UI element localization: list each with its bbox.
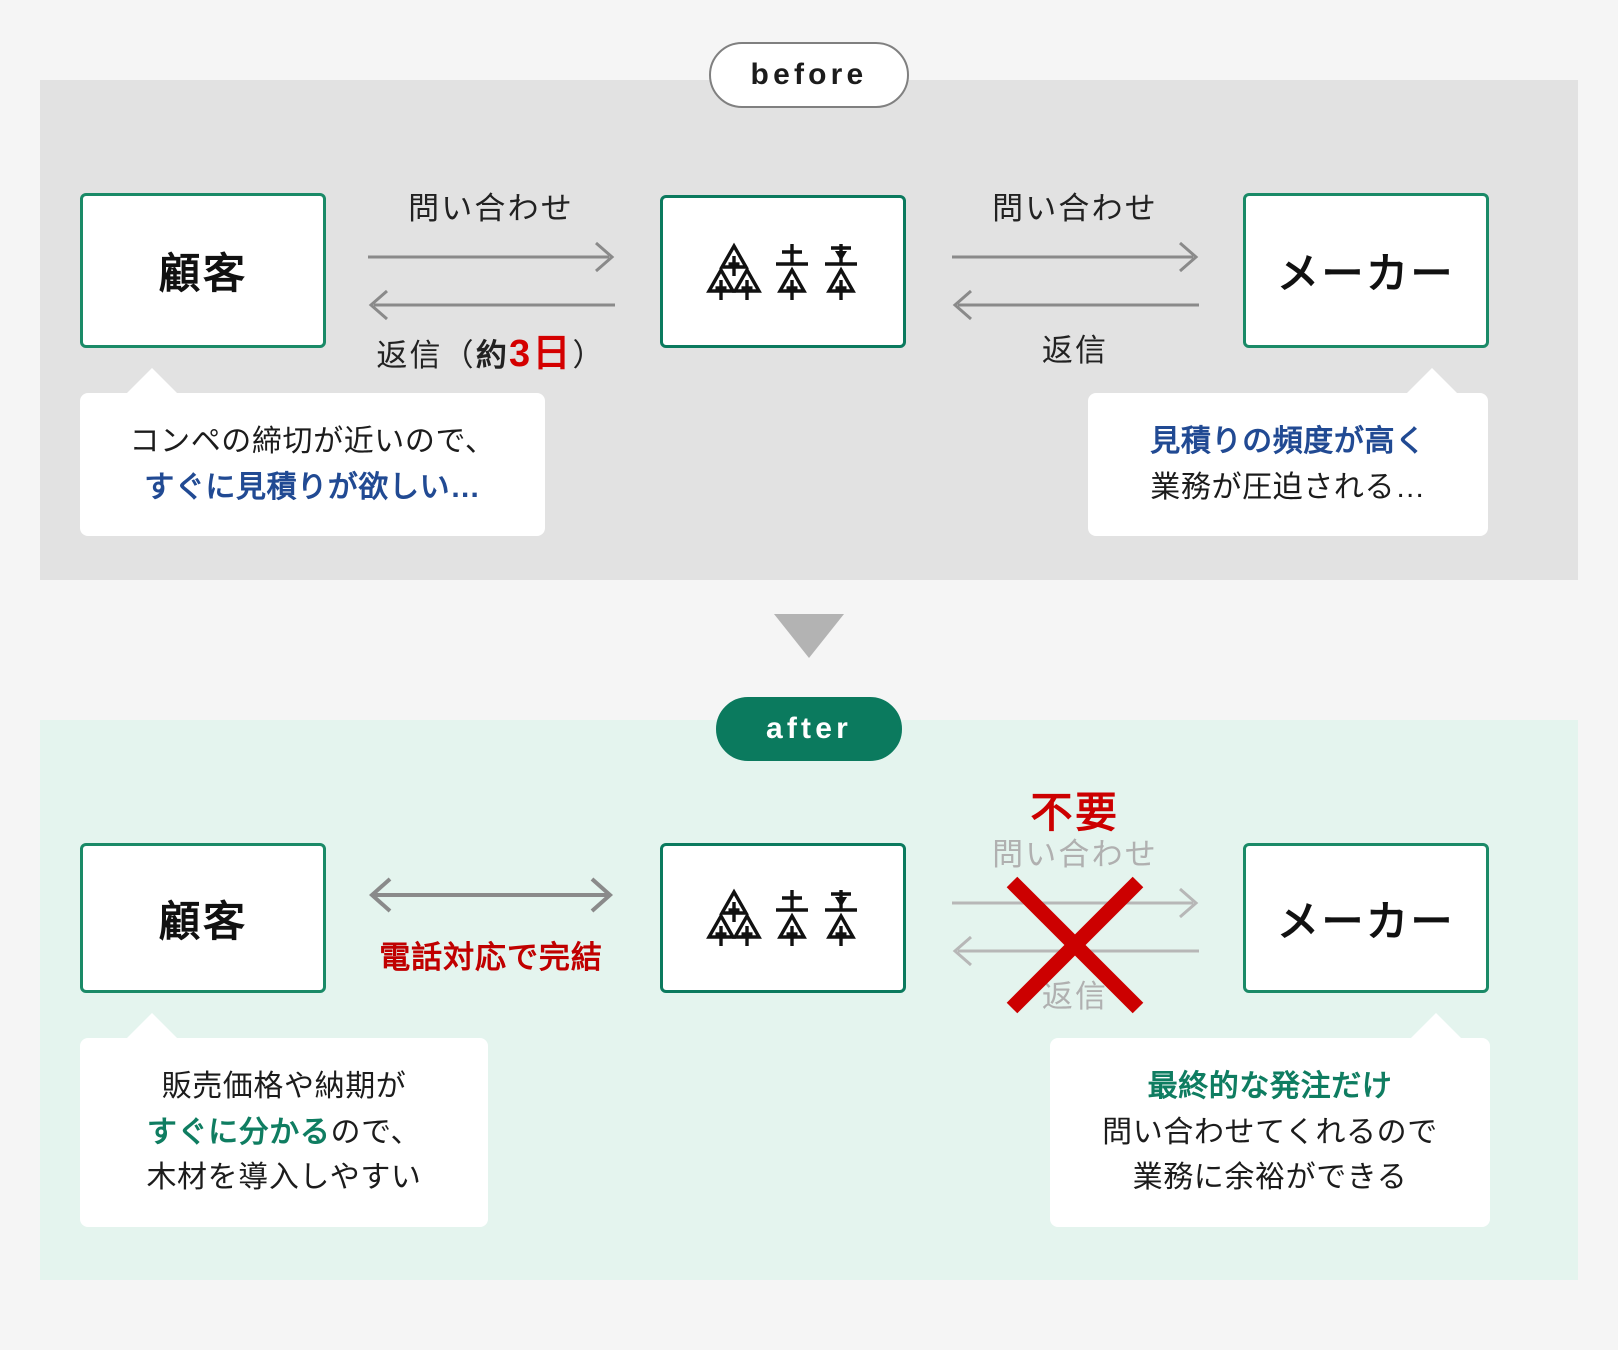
before-node-company (660, 195, 906, 348)
after-badge-label: after (765, 712, 853, 745)
after-node-customer-label: 顧客 (158, 897, 248, 945)
before-arrow-right-top-label: 問い合わせ (992, 191, 1158, 226)
after-arrows-right: 問い合わせ 返信 (950, 837, 1200, 1015)
after-arrow-right-top-label: 問い合わせ (992, 837, 1158, 872)
before-badge: before (709, 42, 909, 108)
before-reply-suffix: ） (572, 338, 606, 374)
after-arrow-right-bottom-label: 返信 (1041, 979, 1109, 1015)
company-logo-icon (705, 888, 861, 948)
after-bubble-customer-line3: 木材を導入しやすい (146, 1161, 422, 1195)
bubble-tail (126, 368, 178, 394)
before-arrow-right-lines (950, 235, 1200, 327)
after-node-maker-label: メーカー (1276, 897, 1456, 945)
before-reply-bold: 約 (475, 338, 510, 374)
before-badge-label: before (750, 58, 868, 91)
after-bubble-customer: 販売価格や納期が すぐに分かるので、 木材を導入しやすい (80, 1013, 488, 1227)
before-reply-days: 3日 (509, 333, 573, 376)
before-bubble-maker: 見積りの頻度が高く 業務が圧迫される… (1088, 368, 1488, 537)
before-node-maker: メーカー (1243, 193, 1489, 348)
before-reply-prefix: 返信（ (376, 338, 476, 374)
triangle-down-icon (774, 614, 844, 658)
before-arrow-left-lines (366, 235, 616, 327)
after-bubble-customer-line1: 販売価格や納期が (161, 1070, 407, 1103)
before-bubble-maker-line2: 業務が圧迫される… (1150, 470, 1426, 504)
bubble-tail (1410, 1013, 1462, 1039)
before-node-maker-label: メーカー (1276, 250, 1456, 297)
after-bubble-customer-line2-rest: ので、 (330, 1115, 422, 1149)
after-bubble-maker: 最終的な発注だけ 問い合わせてくれるので 業務に余裕ができる (1050, 1013, 1490, 1227)
before-node-customer: 顧客 (80, 193, 326, 348)
after-node-company (660, 843, 906, 993)
before-bubble-maker-line1: 見積りの頻度が高く (1150, 425, 1426, 458)
after-arrow-right-lines (950, 881, 1200, 973)
before-bubble-customer-line1: コンペの締切が近いので、 (129, 425, 496, 458)
before-arrow-left-top-label: 問い合わせ (408, 191, 574, 226)
after-unnecessary-heading: 不要 (1030, 789, 1120, 836)
after-bubble-customer-line2-bold: すぐに分かる (146, 1115, 331, 1149)
before-node-customer-label: 顧客 (158, 250, 248, 297)
after-arrow-left-lines (366, 872, 616, 918)
before-arrows-left: 問い合わせ 返信（約3日） (366, 191, 616, 376)
before-arrows-right: 問い合わせ 返信 (950, 191, 1200, 369)
after-arrows-left: 電話対応で完結 (366, 872, 616, 977)
after-bubble-maker-line1: 最終的な発注だけ (1147, 1070, 1393, 1103)
after-bubble-maker-line2: 問い合わせてくれるので (1102, 1115, 1438, 1149)
before-bubble-customer-line2: すぐに見積りが欲しい… (144, 470, 481, 504)
after-badge: after (716, 697, 902, 761)
after-bubble-maker-line3: 業務に余裕ができる (1132, 1161, 1408, 1195)
after-arrow-left-caption: 電話対応で完結 (379, 940, 603, 975)
after-node-customer: 顧客 (80, 843, 326, 993)
company-logo-icon (705, 242, 861, 302)
bubble-tail (126, 1013, 178, 1039)
before-arrow-left-bottom-label: 返信（約3日） (366, 333, 616, 376)
before-arrow-right-bottom-label: 返信 (1041, 333, 1109, 369)
bubble-tail (1406, 368, 1458, 394)
after-bubble-customer-line2: すぐに分かるので、 (110, 1110, 458, 1156)
after-node-maker: メーカー (1243, 843, 1489, 993)
before-bubble-customer: コンペの締切が近いので、 すぐに見積りが欲しい… (80, 368, 545, 537)
